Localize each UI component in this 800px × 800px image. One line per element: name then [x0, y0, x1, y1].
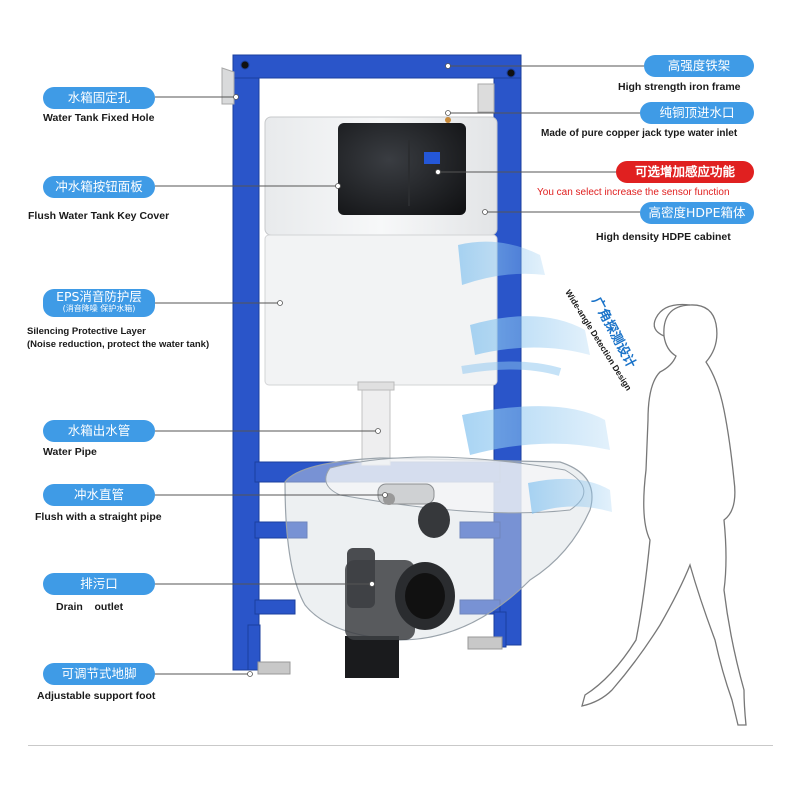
flush-key-cover-caption: Flush Water Tank Key Cover	[28, 210, 170, 222]
support-foot-pill: 可调节式地脚	[43, 663, 155, 685]
iron-frame-pill: 高强度铁架	[644, 55, 754, 77]
sensor-function-caption: You can select increase the sensor funct…	[537, 187, 730, 198]
iron-frame-caption: High strength iron frame	[618, 81, 741, 93]
support-foot-caption: Adjustable support foot	[37, 690, 156, 702]
water-pipe-shape	[361, 384, 391, 466]
hdpe-cabinet-pill: 高密度HDPE箱体	[640, 202, 754, 224]
drain-outlet-pill: 排污口	[43, 573, 155, 595]
water-tank-fixed-hole-caption: Water Tank Fixed Hole	[43, 112, 155, 124]
left-leader-lines	[155, 96, 385, 675]
sensor-function-pill: 可选增加感应功能	[616, 161, 754, 183]
detection-waves	[458, 241, 612, 514]
eps-layer-pill-title: EPS消音防护层	[56, 289, 142, 304]
bottom-divider	[28, 745, 773, 746]
eps-layer-caption: Silencing Protective Layer	[27, 326, 146, 337]
person-silhouette	[581, 304, 747, 726]
eps-layer-pill-sub: (消音降噪 保护水箱)	[62, 304, 136, 313]
eps-layer-caption-2: (Noise reduction, protect the water tank…	[27, 339, 210, 350]
straight-pipe-caption: Flush with a straight pipe	[35, 511, 162, 523]
water-pipe-pill: 水箱出水管	[43, 420, 155, 442]
flush-key-cover-pill: 冲水箱按钮面板	[43, 176, 155, 198]
support-foot	[257, 661, 291, 675]
right-leader-lines	[438, 65, 644, 213]
button-panel	[338, 123, 466, 215]
sensor-window	[424, 152, 440, 164]
drain-outlet-caption: Drain outlet	[56, 601, 124, 613]
drain-outlet-pipes	[345, 483, 455, 678]
water-tank-fixed-hole-pill: 水箱固定孔	[43, 87, 155, 109]
water-inlet-pill: 纯铜顶进水口	[640, 102, 754, 124]
water-pipe-caption: Water Pipe	[43, 446, 97, 458]
straight-pipe-pill: 冲水直管	[43, 484, 155, 506]
eps-layer-pill: EPS消音防护层 (消音降噪 保护水箱)	[43, 289, 155, 317]
hdpe-cabinet-caption: High density HDPE cabinet	[596, 231, 731, 243]
water-inlet-caption: Made of pure copper jack type water inle…	[541, 128, 738, 139]
